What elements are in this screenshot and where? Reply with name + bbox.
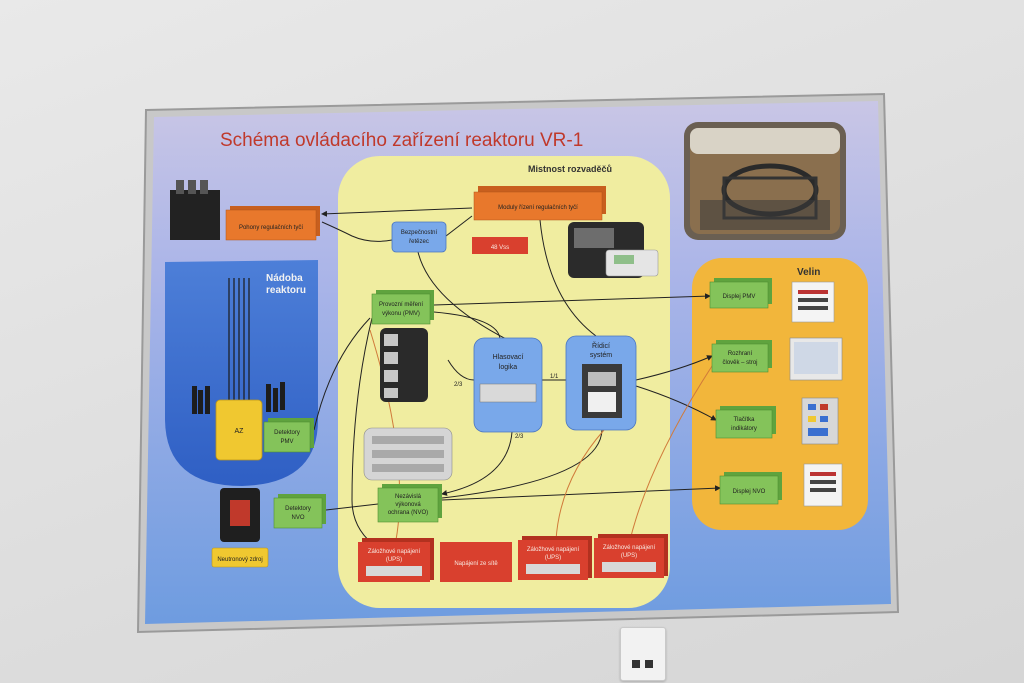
neutron-source-photo [220, 488, 260, 542]
ups3-line2: (UPS) [621, 553, 637, 559]
vessel-label-line2: reaktoru [266, 285, 306, 296]
ups3-line1: Záložhové napájení [603, 545, 656, 551]
facility-photo [684, 122, 846, 240]
block-pohony: Pohony regulačních tyčí [226, 206, 320, 240]
ratio-bottom: 2/3 [515, 434, 524, 440]
vss-label: 48 Vss [491, 245, 509, 251]
vessel-label-line1: Nádoba [266, 273, 303, 284]
block-bezpecnostni: Bezpečnostní řetězec [392, 222, 446, 252]
velin-label: Velin [797, 267, 820, 278]
detektory-pmv-line1: Detektory [274, 430, 300, 436]
poster-title: Schéma ovládacího zařízení reaktoru VR-1 [220, 130, 583, 151]
ups1-line1: Záložhové napájení [368, 549, 421, 555]
block-ups-1: Záložhové napájení (UPS) [358, 538, 434, 582]
hlasovaci-line2: logika [499, 364, 517, 371]
rozhrani-line1: Rozhraní [728, 351, 753, 357]
block-napajeni-site: Napájení ze sítě [440, 542, 512, 582]
pohony-label: Pohony regulačních tyčí [239, 225, 303, 231]
neutronovy-label: Neutronový zdroj [217, 557, 262, 563]
block-neutronovy: Neutronový zdroj [212, 548, 268, 567]
block-rozhrani: Rozhraní člověk – stroj [712, 340, 772, 372]
tlacitka-line2: indikátory [731, 426, 757, 432]
ups2-line1: Záložhové napájení [527, 547, 580, 553]
room-label: Mistnost rozvaděčů [528, 164, 612, 174]
detektory-nvo-line1: Detektory [285, 506, 311, 512]
hmi-screen-photo [790, 338, 842, 380]
tlacitka-line1: Tlačítka [733, 417, 755, 423]
block-detektory-nvo: Detektory NVO [274, 494, 326, 528]
button-panel-photo [802, 398, 838, 444]
moduly-label: Moduly řízení regulačních tyčí [498, 205, 578, 211]
outlet-socket-right [645, 660, 653, 668]
ridici-line1: Řídicí [592, 341, 610, 350]
bezpecnostni-line2: řetězec [409, 239, 429, 245]
displej-pmv-label: Displej PMV [723, 294, 756, 300]
block-az: AZ [216, 400, 262, 460]
block-ridici: Řídicí systém [566, 336, 636, 430]
block-displej-nvo: Displej NVO [720, 472, 782, 504]
rozhrani-line2: člověk – stroj [722, 360, 757, 366]
block-moduly: Moduly řízení regulačních tyčí [474, 186, 606, 220]
block-displej-pmv: Displej PMV [710, 278, 772, 308]
az-label: AZ [235, 428, 245, 435]
ratio-left: 2/3 [454, 382, 463, 388]
rack-photo-1 [380, 328, 428, 402]
block-ups-2: Záložhové napájení (UPS) [518, 536, 592, 580]
bezpecnostni-line1: Bezpečnostní [401, 230, 438, 236]
napajeni-site-label: Napájení ze sítě [454, 561, 498, 567]
block-ups-3: Záložhové napájení (UPS) [594, 534, 668, 578]
display-nvo-photo [804, 464, 842, 506]
block-hlasovaci: Hlasovací logika [474, 338, 542, 432]
ratio-middle: 1/1 [550, 374, 559, 380]
block-detektory-pmv: Detektory PMV [264, 418, 314, 452]
nezavisla-line3: ochrana (NVO) [388, 510, 428, 516]
block-provozni: Provozní měření výkonu (PMV) [372, 290, 434, 324]
display-pmv-photo [792, 282, 834, 322]
rack-photo-2 [364, 428, 452, 480]
block-48vss: 48 Vss [472, 237, 528, 254]
ridici-line2: systém [590, 352, 612, 359]
detektory-pmv-line2: PMV [280, 439, 293, 445]
nezavisla-line2: výkonová [395, 502, 421, 508]
provozni-line1: Provozní měření [379, 302, 423, 308]
ups2-line2: (UPS) [545, 555, 561, 561]
ups1-line2: (UPS) [386, 557, 402, 563]
detektory-nvo-line2: NVO [291, 515, 304, 521]
displej-nvo-label: Displej NVO [733, 489, 766, 495]
block-tlacitka: Tlačítka indikátory [716, 406, 776, 438]
provozni-line2: výkonu (PMV) [382, 311, 420, 317]
wall-outlet [620, 627, 666, 681]
block-nezavisla: Nezávislá výkonová ochrana (NVO) [378, 484, 442, 522]
outlet-socket-left [632, 660, 640, 668]
hlasovaci-line1: Hlasovací [493, 354, 524, 361]
nezavisla-line1: Nezávislá [395, 494, 422, 500]
